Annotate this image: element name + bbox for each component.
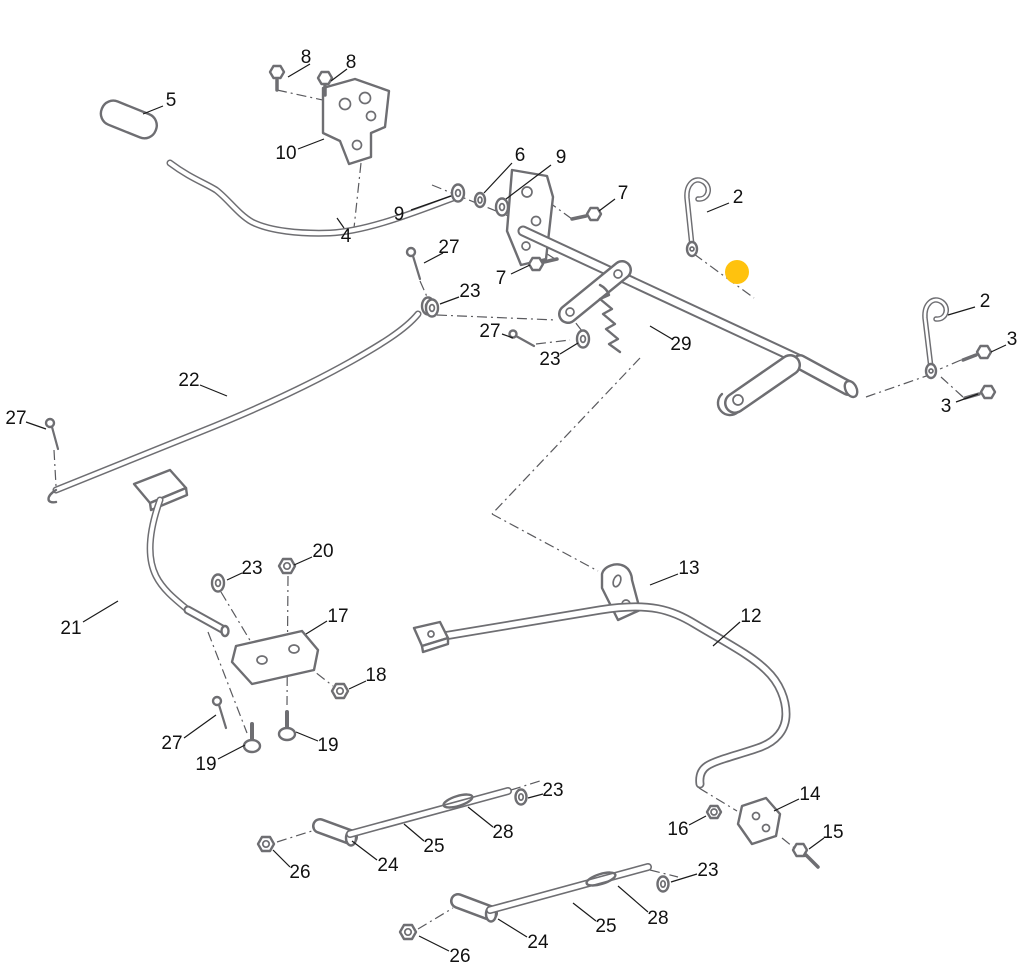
part-25-link-rod-upper: [346, 787, 512, 838]
callout-23a[interactable]: 23: [459, 281, 480, 302]
callout-27d[interactable]: 27: [161, 733, 182, 754]
callout-26a[interactable]: 26: [289, 862, 310, 883]
callout-2b[interactable]: 2: [980, 291, 991, 312]
callout-27a[interactable]: 27: [438, 237, 459, 258]
callout-23b[interactable]: 23: [539, 349, 560, 370]
callout-leader-lines: [25, 63, 1007, 952]
part-9-washer-left: [450, 183, 466, 203]
part-19-bolt-right: [277, 710, 297, 742]
part-20-nut: [277, 557, 297, 575]
callout-6[interactable]: 6: [515, 145, 526, 166]
part-lift-arm-right: [716, 354, 801, 417]
callout-28b[interactable]: 28: [647, 908, 668, 929]
part-5-grip-handle: [99, 99, 158, 140]
part-23-washer-rod22: [424, 298, 440, 318]
part-lift-arm-left: [558, 260, 632, 324]
callout-29[interactable]: 29: [670, 334, 691, 355]
callout-13[interactable]: 13: [678, 558, 699, 579]
part-21-pedal: [132, 468, 230, 638]
callout-8b[interactable]: 8: [346, 52, 357, 73]
part-17-pivot-bracket: [230, 629, 320, 686]
callout-9a[interactable]: 9: [556, 147, 567, 168]
selected-part-highlight-marker[interactable]: [725, 260, 749, 284]
part-8-bolt-left: [268, 64, 286, 92]
part-29-spring: [598, 283, 622, 354]
part-27-pin-topleft: [44, 417, 60, 451]
part-6-bushing: [473, 191, 487, 209]
part-lift-shaft: [517, 225, 859, 399]
part-27-pin-pedal: [211, 695, 228, 730]
part-2-hook-left: [684, 177, 711, 258]
callout-27b[interactable]: 27: [479, 321, 500, 342]
callout-18[interactable]: 18: [365, 665, 386, 686]
callout-21[interactable]: 21: [60, 618, 81, 639]
callout-9b[interactable]: 9: [394, 204, 405, 225]
callout-24a[interactable]: 24: [377, 855, 399, 876]
callout-22[interactable]: 22: [178, 370, 199, 391]
part-19-bolt-left: [242, 722, 262, 754]
callout-7b[interactable]: 7: [496, 268, 507, 289]
callout-7a[interactable]: 7: [618, 183, 629, 204]
callout-19a[interactable]: 19: [195, 754, 216, 775]
part-16-nut: [705, 804, 723, 820]
callout-27c[interactable]: 27: [5, 408, 26, 429]
part-28-clip-lower: [585, 871, 617, 887]
part-10-mount-bracket: [321, 77, 391, 166]
callout-14[interactable]: 14: [799, 784, 821, 805]
callout-17[interactable]: 17: [327, 606, 348, 627]
callout-26b[interactable]: 26: [449, 946, 470, 967]
callout-16[interactable]: 16: [667, 819, 688, 840]
callout-15[interactable]: 15: [822, 822, 843, 843]
part-23-washer-link-lower: [656, 875, 670, 893]
callout-labels: 8 8 5 10 6 9 9 7 2 4 27 7 23 2 27 3 23 2…: [5, 47, 1017, 967]
callout-25a[interactable]: 25: [423, 836, 444, 857]
callout-23c[interactable]: 23: [241, 558, 262, 579]
part-2-hook-right: [922, 297, 949, 380]
part-28-clip-upper: [442, 793, 474, 809]
part-26-nut-lower: [398, 923, 418, 941]
callout-8a[interactable]: 8: [301, 47, 312, 68]
callout-12[interactable]: 12: [740, 606, 761, 627]
part-3-bolt-upper: [961, 344, 993, 362]
callout-19b[interactable]: 19: [317, 735, 338, 756]
part-3-bolt-lower: [963, 384, 997, 400]
callout-4[interactable]: 4: [341, 226, 352, 247]
part-22-link-rod: [47, 310, 422, 504]
part-24-tube-lower: [450, 893, 498, 923]
part-4-control-rod: [166, 159, 460, 237]
callout-23d[interactable]: 23: [542, 780, 563, 801]
part-27-pin-arm: [508, 329, 536, 348]
callout-23e[interactable]: 23: [697, 860, 718, 881]
part-14-trunnion-bracket: [736, 796, 782, 846]
part-25-link-rod-lower: [486, 863, 652, 914]
part-15-bolt: [791, 842, 820, 869]
callout-28a[interactable]: 28: [492, 822, 513, 843]
callout-20[interactable]: 20: [312, 541, 333, 562]
part-23-washer-link-upper: [514, 788, 528, 806]
callout-3a[interactable]: 3: [1007, 329, 1018, 350]
part-27-pin-mid: [405, 246, 422, 281]
part-8-bolt-right: [316, 70, 334, 97]
part-7-bolt-lower: [527, 256, 559, 272]
part-26-nut-upper: [256, 835, 276, 853]
callout-3b[interactable]: 3: [941, 396, 952, 417]
part-23-washer-pedal: [210, 573, 226, 593]
part-pivot-plate: [505, 168, 555, 267]
callout-5[interactable]: 5: [166, 90, 177, 111]
callout-2a[interactable]: 2: [733, 187, 744, 208]
callout-24b[interactable]: 24: [527, 932, 549, 953]
part-9-washer-right: [494, 197, 510, 217]
part-23-washer-arm: [575, 329, 591, 349]
callout-10[interactable]: 10: [275, 143, 296, 164]
part-12-lift-rod: [412, 602, 791, 789]
part-18-nut: [330, 682, 350, 700]
part-7-bolt-upper: [570, 206, 603, 222]
callout-25b[interactable]: 25: [595, 916, 616, 937]
